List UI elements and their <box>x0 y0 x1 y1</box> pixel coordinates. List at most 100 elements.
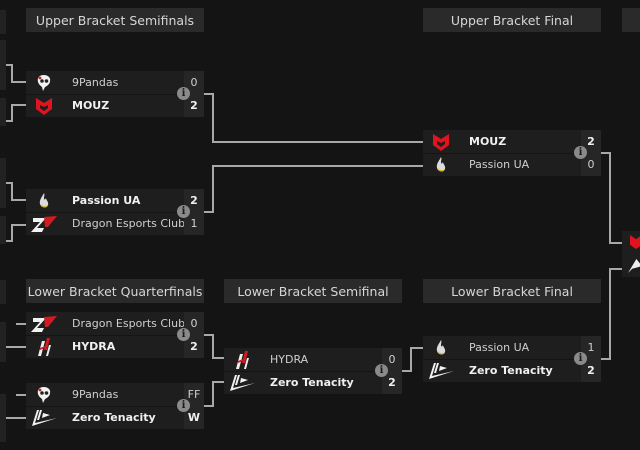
zero-logo-icon <box>224 371 260 394</box>
bracket-connector-line <box>212 141 423 143</box>
team-score: 2 <box>382 371 402 394</box>
team-score: 0 <box>184 312 204 335</box>
bracket-connector-line <box>410 347 423 349</box>
bracket-connector-line <box>410 347 412 372</box>
bracket-connector-line <box>6 120 12 122</box>
match-info-icon[interactable]: i <box>177 205 190 218</box>
team-row[interactable]: Passion UA 2 <box>26 189 204 213</box>
bracket-connector-line <box>6 240 12 242</box>
team-name: Passion UA <box>72 194 141 207</box>
hydra-logo-icon <box>224 348 260 371</box>
passion-logo-icon <box>423 336 459 359</box>
passion-logo-icon <box>423 153 459 176</box>
team-name: Passion UA <box>469 341 530 354</box>
mouz-logo-icon <box>423 130 459 153</box>
bracket-connector-line <box>204 211 214 213</box>
prev-round-box <box>0 40 6 90</box>
team-row[interactable]: 9Pandas 0 <box>26 71 204 95</box>
bracket-connector-line <box>11 104 26 106</box>
zero-logo-icon <box>423 359 459 382</box>
team-row[interactable]: Passion UA 1 <box>423 336 601 360</box>
team-row[interactable]: 9Pandas FF <box>26 383 204 407</box>
match-info-icon[interactable]: i <box>177 87 190 100</box>
mouz-logo-icon <box>26 94 62 117</box>
prev-round-box <box>0 158 6 208</box>
team-score: 2 <box>581 359 601 382</box>
bracket-connector-line <box>11 224 26 226</box>
match-info-icon[interactable]: i <box>574 352 587 365</box>
grand-final-header-stub <box>622 8 640 32</box>
bracket-connector-line <box>212 93 214 142</box>
match-grand-final-partial[interactable] <box>622 231 640 277</box>
bracket-connector-line <box>212 357 224 359</box>
bracket-connector-line <box>11 199 26 201</box>
bracket-connector-line <box>16 323 26 325</box>
bracket-connector-line <box>609 268 622 270</box>
dragon-logo-icon <box>26 312 62 335</box>
team-name: Zero Tenacity <box>469 364 553 377</box>
bracket-connector-line <box>609 268 611 360</box>
bracket-connector-line <box>16 394 26 396</box>
team-name: 9Pandas <box>72 76 119 89</box>
team-name: Dragon Esports Club <box>72 217 184 230</box>
team-score: FF <box>184 383 204 406</box>
team-score: 2 <box>184 189 204 212</box>
bracket-connector-line <box>609 242 622 244</box>
team-row[interactable]: MOUZ 2 <box>423 130 601 154</box>
bracket-connector-line <box>6 64 12 66</box>
match-info-icon[interactable]: i <box>574 146 587 159</box>
match-info-icon[interactable]: i <box>177 328 190 341</box>
team-row[interactable]: Zero Tenacity 2 <box>423 359 601 382</box>
header-lb-final: Lower Bracket Final <box>423 279 601 303</box>
bracket-connector-line <box>212 381 224 383</box>
pandas-logo-icon <box>26 383 62 406</box>
bracket-connector-line <box>601 358 611 360</box>
bracket-connector-line <box>601 152 611 154</box>
team-score: 1 <box>581 336 601 359</box>
prev-round-box <box>0 216 6 244</box>
team-score: 0 <box>581 153 601 176</box>
prev-round-box <box>0 10 6 34</box>
match-info-icon[interactable]: i <box>177 399 190 412</box>
team-score: 2 <box>581 130 601 153</box>
team-score: W <box>184 406 204 429</box>
bracket-connector-line <box>204 405 214 407</box>
bracket-connector-line <box>204 334 214 336</box>
bracket-connector-line <box>212 165 214 213</box>
prev-round-box <box>0 98 6 126</box>
prev-round-box <box>0 394 6 442</box>
zero-logo-icon <box>628 259 640 273</box>
mouz-logo-icon <box>630 235 640 249</box>
bracket-connector-line <box>212 165 423 167</box>
bracket-connector-line <box>11 81 26 83</box>
team-name: MOUZ <box>469 135 507 148</box>
prev-round-box <box>0 322 6 362</box>
team-score: 0 <box>184 71 204 94</box>
prev-round-box <box>0 280 6 304</box>
bracket-connector-line <box>6 182 12 184</box>
match-info-icon[interactable]: i <box>375 364 388 377</box>
header-ub-final: Upper Bracket Final <box>423 8 601 32</box>
header-ub-semis: Upper Bracket Semifinals <box>26 8 204 32</box>
team-score: 2 <box>184 94 204 117</box>
bracket-connector-line <box>6 417 26 419</box>
bracket-connector-line <box>11 104 13 122</box>
header-lb-semi: Lower Bracket Semifinal <box>224 279 402 303</box>
team-score: 1 <box>184 212 204 235</box>
team-name: 9Pandas <box>72 388 119 401</box>
